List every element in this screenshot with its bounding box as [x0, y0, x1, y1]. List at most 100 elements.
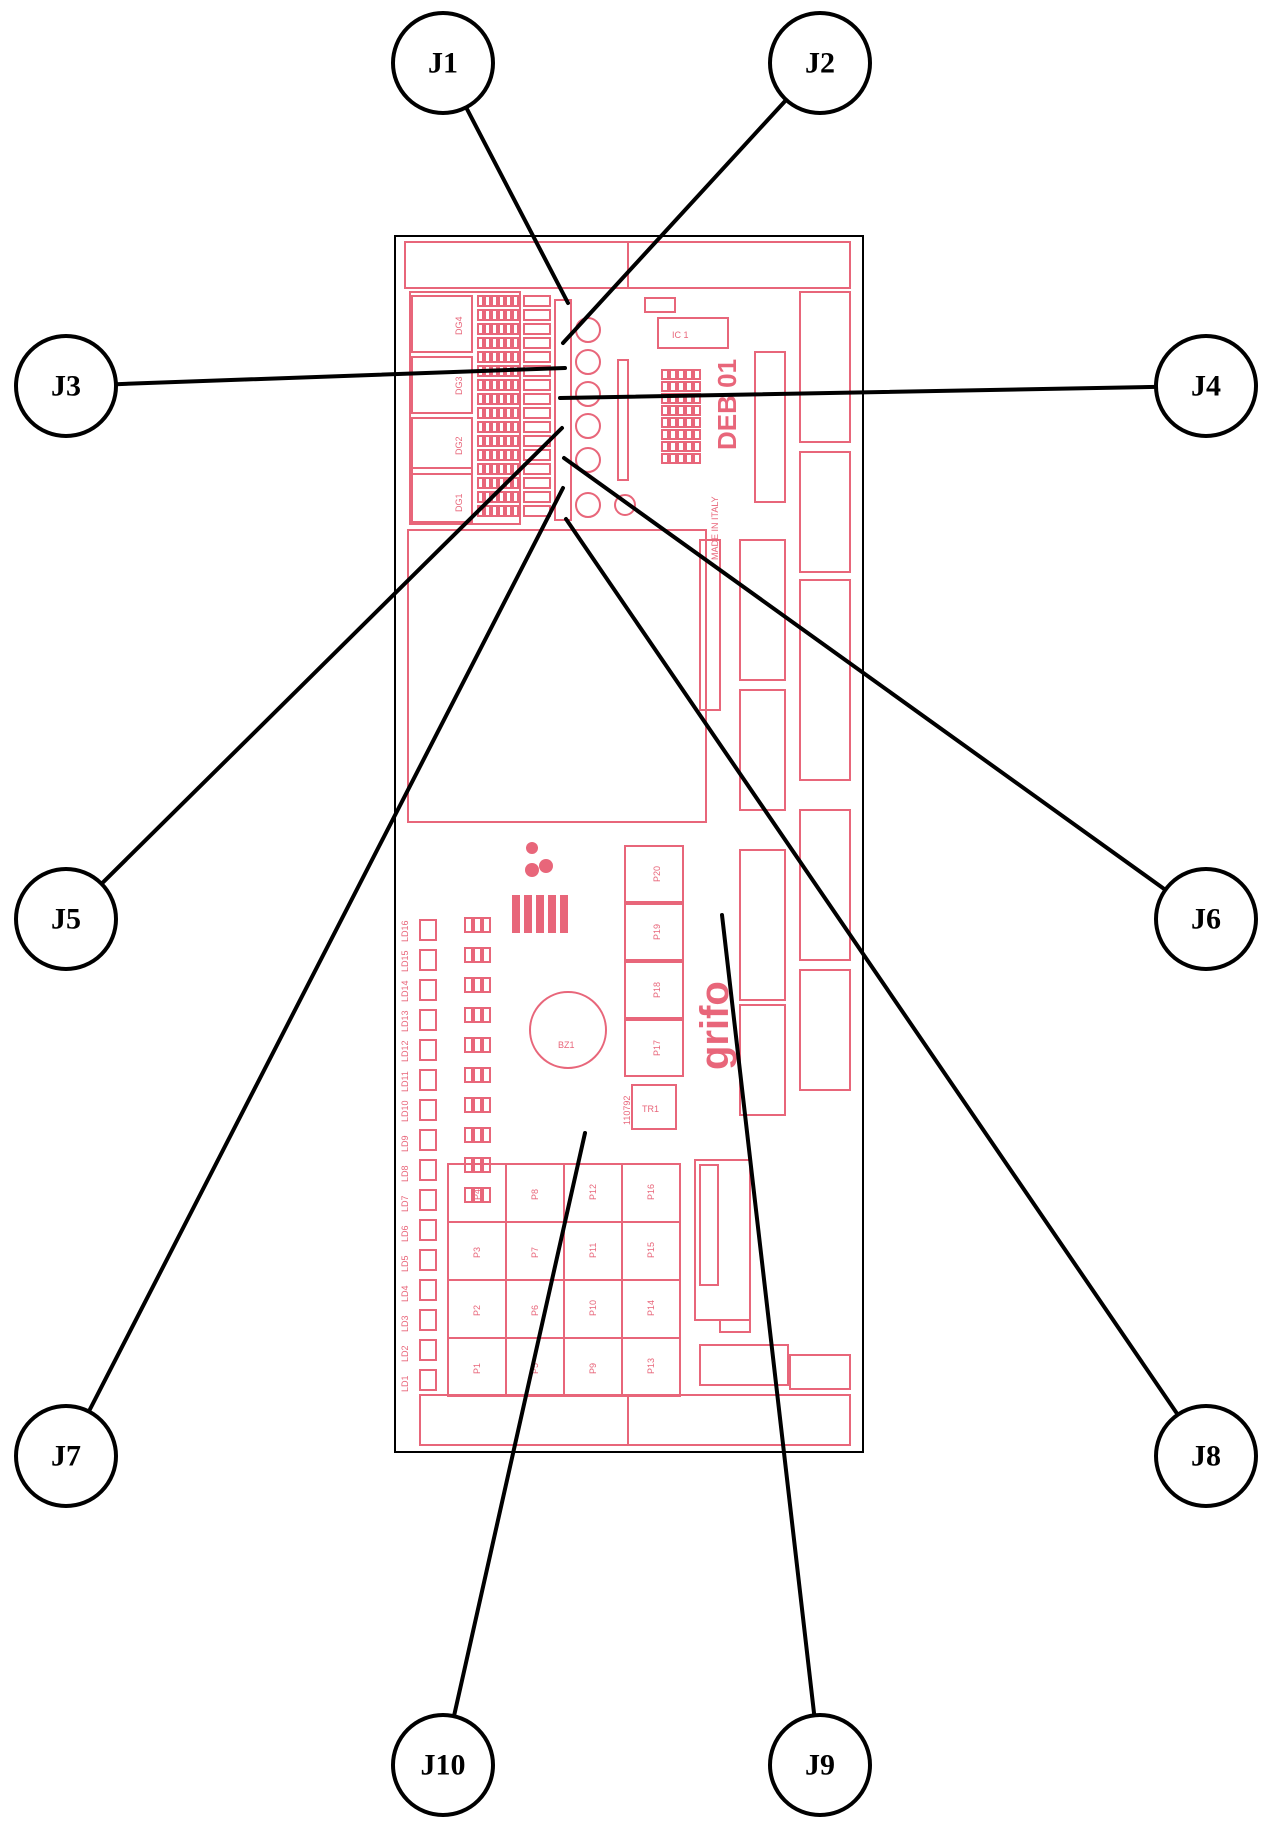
jumper-header [523, 463, 551, 475]
small-resistor [669, 369, 677, 380]
digit-resistor [491, 435, 498, 447]
callout-j8: J8 [1154, 1404, 1258, 1508]
callout-circle [1154, 334, 1258, 438]
digit-resistor [505, 393, 512, 405]
keypad-button-label: P9 [588, 1363, 598, 1374]
small-resistor [693, 381, 701, 392]
led [419, 1249, 437, 1271]
keypad-button-label: P10 [588, 1300, 598, 1316]
jumper-header [523, 491, 551, 503]
leader-line-j8 [564, 517, 1180, 1417]
led [419, 1309, 437, 1331]
upper-button [624, 961, 684, 1019]
digit-resistor [491, 295, 498, 307]
digit-resistor [512, 295, 519, 307]
led-label: LD3 [400, 1315, 410, 1332]
keypad-button-label: P7 [530, 1247, 540, 1258]
digit-resistor [491, 407, 498, 419]
led-resistor [482, 1067, 491, 1083]
digit-resistor [491, 379, 498, 391]
digit-resistor [477, 295, 484, 307]
digit-resistor [477, 463, 484, 475]
keypad-button-label: P13 [646, 1358, 656, 1374]
led-resistor [482, 1187, 491, 1203]
led-resistor [473, 1007, 482, 1023]
keypad-button-label: P14 [646, 1300, 656, 1316]
jumper-header [523, 505, 551, 517]
upper-button-label: P19 [652, 924, 662, 940]
small-resistor [693, 369, 701, 380]
digit-resistor [491, 393, 498, 405]
digit-resistor [498, 449, 505, 461]
keypad-button-label: P3 [472, 1247, 482, 1258]
led-label: LD8 [400, 1165, 410, 1182]
leader-line-j4 [558, 384, 1159, 400]
keypad-button-label: P5 [530, 1363, 540, 1374]
led [419, 1339, 437, 1361]
leader-line-j1 [464, 105, 570, 305]
upper-button [624, 903, 684, 961]
digit-resistor [484, 337, 491, 349]
small-resistor [661, 393, 669, 404]
led-label: LD10 [400, 1100, 410, 1122]
callout-j2: J2 [768, 11, 872, 115]
keypad-button-label: P16 [646, 1184, 656, 1200]
leader-line-j10 [451, 1131, 587, 1719]
digit-resistor [498, 435, 505, 447]
led-resistor [473, 977, 482, 993]
digit-resistor [484, 421, 491, 433]
callout-circle [14, 334, 118, 438]
led-resistor [473, 947, 482, 963]
small-resistor [669, 417, 677, 428]
upper-button-label: P18 [652, 982, 662, 998]
digit-resistor [505, 407, 512, 419]
digit-resistor [484, 477, 491, 489]
buzzer-label: BZ1 [558, 1040, 575, 1050]
led-resistor [464, 1097, 473, 1113]
jumper-header [523, 309, 551, 321]
led-label: LD7 [400, 1195, 410, 1212]
digit-resistor [512, 505, 519, 517]
small-resistor [677, 405, 685, 416]
digit-resistor [512, 323, 519, 335]
small-resistor [661, 381, 669, 392]
digit-resistor [498, 379, 505, 391]
callout-circle [14, 1404, 118, 1508]
led-resistor [482, 1097, 491, 1113]
led-label: LD14 [400, 980, 410, 1002]
digit-resistor [491, 463, 498, 475]
digit-resistor [505, 323, 512, 335]
led-label: LD16 [400, 920, 410, 942]
callout-j10: J10 [391, 1713, 495, 1817]
digit-resistor [484, 351, 491, 363]
small-resistor [661, 369, 669, 380]
jumper-header [523, 407, 551, 419]
small-resistor [677, 441, 685, 452]
callout-circle [391, 11, 495, 115]
small-resistor [677, 429, 685, 440]
digit-resistor [477, 393, 484, 405]
jumper-header [523, 337, 551, 349]
callout-label: J1 [428, 47, 458, 80]
digit-resistor [491, 351, 498, 363]
led-resistor [473, 1037, 482, 1053]
digit-resistor [512, 421, 519, 433]
digit-resistor [477, 421, 484, 433]
keypad-button-label: P2 [472, 1305, 482, 1316]
keypad-button-label: P8 [530, 1189, 540, 1200]
digit-resistor [505, 505, 512, 517]
digit-resistor [512, 393, 519, 405]
led-resistor [464, 1007, 473, 1023]
led-label: LD6 [400, 1225, 410, 1242]
pcb-board: DG4 DG3 DG2 DG1 IC 1 DEB 01 MADE IN ITAL… [394, 235, 864, 1453]
callout-label: J10 [421, 1749, 466, 1782]
keypad-button-label: P1 [472, 1363, 482, 1374]
keypad-button-label: P15 [646, 1242, 656, 1258]
digit-resistor [484, 379, 491, 391]
jumper-header [523, 393, 551, 405]
digit-resistor [498, 463, 505, 475]
digit-resistor [491, 449, 498, 461]
led-resistor [464, 1067, 473, 1083]
digit-resistor [491, 477, 498, 489]
